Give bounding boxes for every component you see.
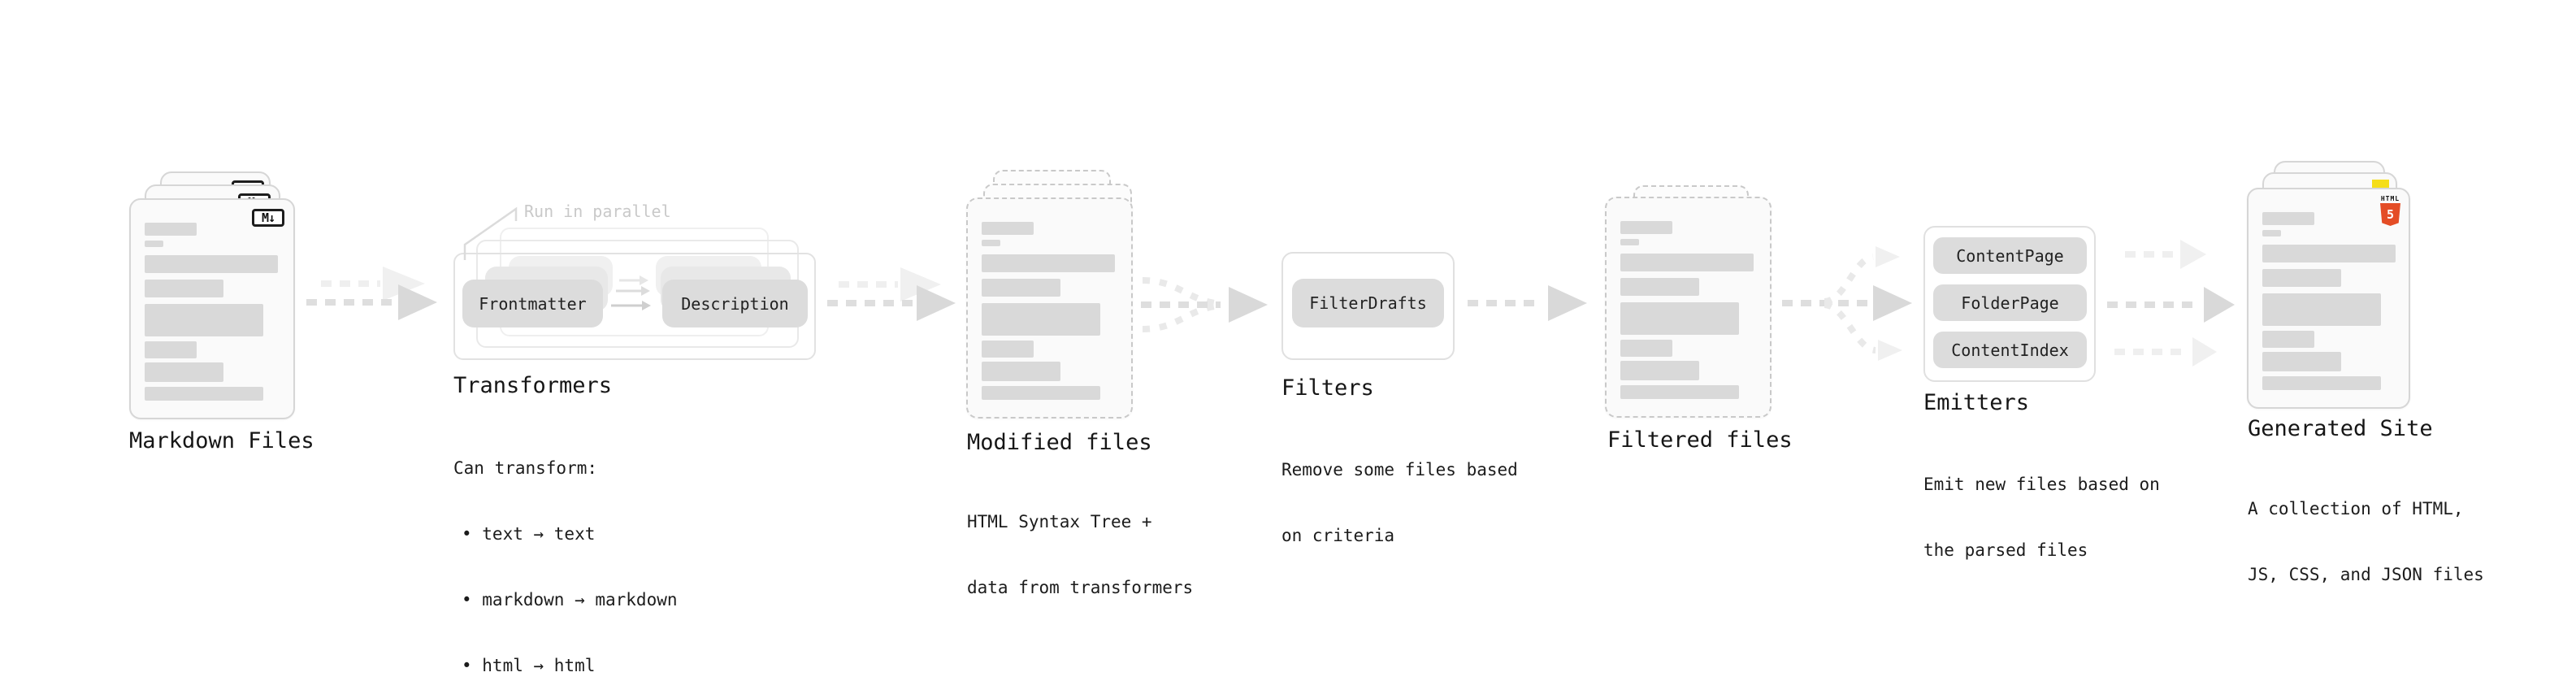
markdown-files-title: Markdown Files — [129, 428, 314, 453]
text-line-placeholder — [982, 303, 1100, 336]
transformers-bullet: • text → text — [462, 524, 596, 544]
text-line-placeholder — [1620, 340, 1672, 357]
transformer-pill-frontmatter: Frontmatter — [462, 280, 603, 327]
arrow-markdown-to-transformers-icon — [306, 267, 437, 320]
text-line-placeholder — [145, 255, 278, 273]
emitter-pill-contentindex: ContentIndex — [1933, 332, 2087, 368]
run-in-parallel-label: Run in parallel — [524, 202, 671, 221]
description-line: the parsed files — [1923, 540, 2088, 560]
text-line-placeholder — [1620, 239, 1639, 245]
text-line-placeholder — [2262, 230, 2281, 236]
transformers-intro: Can transform: — [453, 458, 598, 478]
text-line-placeholder — [145, 241, 163, 247]
emitter-pill-contentpage: ContentPage — [1933, 237, 2087, 274]
transformers-description: Can transform: • text → text • markdown … — [453, 414, 678, 681]
text-line-placeholder — [982, 222, 1034, 235]
modified-files-description: HTML Syntax Tree + data from transformer… — [967, 467, 1193, 643]
arrow-transformers-to-modified-icon — [827, 267, 956, 321]
text-line-placeholder — [2262, 293, 2381, 326]
text-line-placeholder — [1620, 361, 1699, 380]
filters-description: Remove some files based on criteria — [1281, 415, 1518, 591]
emitter-pill-folderpage: FolderPage — [1933, 284, 2087, 321]
arrow-emitters-to-generated-icon — [2107, 240, 2235, 367]
arrow-modified-to-filters-icon — [1141, 277, 1268, 332]
text-line-placeholder — [145, 223, 197, 236]
filtered-files-title: Filtered files — [1607, 427, 1793, 453]
text-line-placeholder — [1620, 302, 1739, 335]
transformers-bullet: • html → html — [462, 656, 596, 675]
transformer-box-front — [453, 253, 816, 360]
text-line-placeholder — [145, 280, 223, 297]
emitters-title: Emitters — [1923, 390, 2030, 415]
generated-site-description: A collection of HTML, JS, CSS, and JSON … — [2248, 454, 2484, 630]
markdown-icon: M↓ — [252, 209, 284, 227]
modified-file-doc-front — [966, 197, 1133, 419]
text-line-placeholder — [1620, 278, 1699, 296]
filter-pill-filterdrafts: FilterDrafts — [1292, 279, 1444, 327]
text-line-placeholder — [2262, 352, 2341, 371]
description-line: on criteria — [1281, 526, 1395, 545]
filters-title: Filters — [1281, 375, 1374, 401]
description-line: Emit new files based on — [1923, 475, 2160, 494]
text-line-placeholder — [982, 254, 1115, 272]
description-line: A collection of HTML, — [2248, 499, 2464, 518]
emitters-description: Emit new files based on the parsed files — [1923, 430, 2160, 605]
text-line-placeholder — [2262, 245, 2396, 262]
description-line: JS, CSS, and JSON files — [2248, 565, 2484, 584]
text-line-placeholder — [2262, 269, 2341, 287]
html5-icon-shield: 5 — [2380, 203, 2400, 226]
generated-site-title: Generated Site — [2248, 416, 2433, 441]
text-line-placeholder — [1620, 254, 1754, 271]
text-line-placeholder — [1620, 221, 1672, 234]
arrow-filters-to-filtered-icon — [1468, 285, 1587, 321]
filtered-file-doc-front — [1605, 197, 1772, 418]
text-line-placeholder — [2262, 212, 2314, 225]
text-line-placeholder — [982, 279, 1060, 297]
arrow-filtered-to-emitters-icon — [1782, 246, 1912, 361]
text-line-placeholder — [145, 387, 263, 401]
text-line-placeholder — [145, 341, 197, 358]
text-line-placeholder — [145, 362, 223, 382]
markdown-file-doc-front: M↓ — [129, 198, 295, 419]
text-line-placeholder — [982, 240, 1000, 246]
transformers-title: Transformers — [453, 373, 613, 398]
description-line: Remove some files based — [1281, 460, 1518, 479]
transformer-pill-description: Description — [662, 280, 808, 327]
text-line-placeholder — [2262, 376, 2381, 390]
html5-icon-label: HTML — [2380, 195, 2400, 202]
text-line-placeholder — [982, 362, 1060, 381]
text-line-placeholder — [145, 304, 263, 336]
generated-html-file-doc: HTML 5 — [2247, 188, 2410, 409]
text-line-placeholder — [2262, 331, 2314, 348]
modified-files-title: Modified files — [967, 430, 1152, 455]
text-line-placeholder — [982, 386, 1100, 400]
description-line: data from transformers — [967, 578, 1194, 597]
transformers-bullet: • markdown → markdown — [462, 590, 678, 609]
description-line: HTML Syntax Tree + — [967, 512, 1152, 531]
text-line-placeholder — [1620, 385, 1739, 399]
text-line-placeholder — [982, 340, 1034, 358]
html5-icon: HTML 5 — [2379, 195, 2401, 226]
